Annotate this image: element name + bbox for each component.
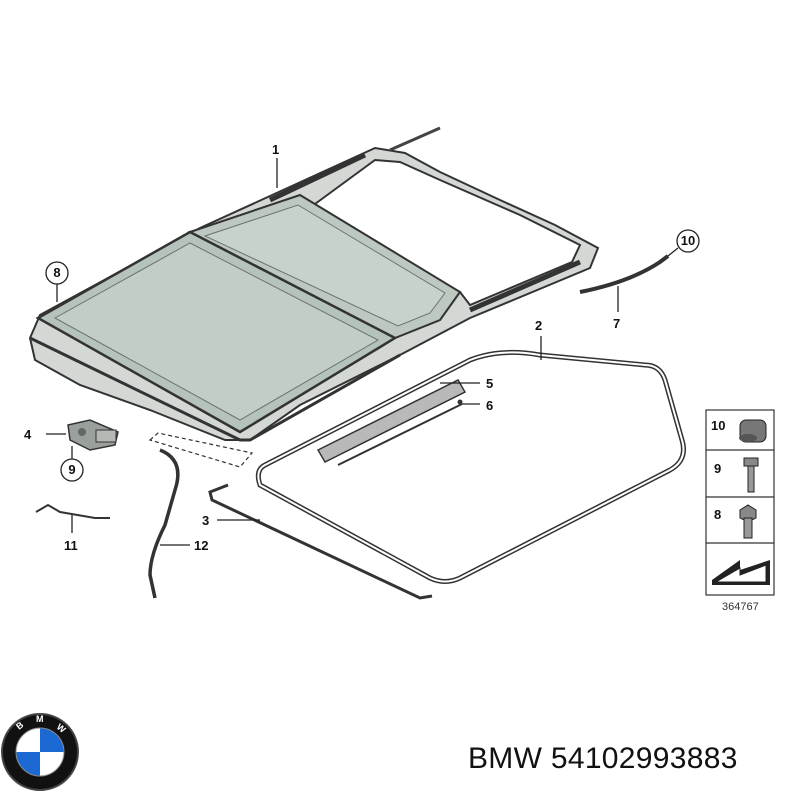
drain-tube-rod (389, 126, 441, 152)
callout-6: 6 (486, 398, 493, 413)
callout-2: 2 (535, 318, 542, 333)
callout-3: 3 (202, 513, 209, 528)
callout-12: 12 (194, 538, 208, 553)
frame-rear-opening (298, 158, 582, 307)
panel-number-8: 8 (714, 507, 721, 522)
bmw-logo: B M W (1, 713, 79, 791)
drain-hose (148, 448, 180, 599)
callout-ring-10 (676, 229, 700, 253)
part-number-caption: BMW 54102993883 (468, 742, 738, 775)
screw-icon (743, 457, 759, 493)
callout-7: 7 (613, 316, 620, 331)
clip-nut-icon (739, 419, 767, 443)
drain-hose-bracket (35, 503, 110, 519)
panel-number-9: 9 (714, 461, 721, 476)
lower-seal (208, 483, 433, 600)
callout-11: 11 (64, 538, 78, 553)
right-guide-rail (469, 259, 581, 313)
wind-deflector (316, 379, 467, 463)
svg-text:M: M (36, 714, 44, 724)
hardware-panel: 10 9 8 (705, 409, 775, 596)
arrow-direction-icon (712, 560, 770, 585)
callout-10: 10 (681, 233, 695, 248)
deflector-strip (337, 403, 463, 466)
hex-bolt-icon (739, 504, 757, 539)
sunroof-frame-assembly (28, 126, 600, 442)
callout-4: 4 (24, 427, 32, 442)
left-guide-rail (268, 152, 367, 203)
callout-5: 5 (486, 376, 493, 391)
sunroof-motor (67, 419, 119, 451)
callout-1: 1 (272, 142, 279, 157)
svg-text:B: B (14, 719, 26, 731)
callout-8: 8 (53, 265, 60, 280)
side-trim-piece (579, 254, 670, 294)
panel-number-10: 10 (711, 418, 725, 433)
dashed-indicator (148, 432, 254, 468)
catalog-number: 364767 (722, 601, 759, 613)
callout-9: 9 (68, 462, 75, 477)
